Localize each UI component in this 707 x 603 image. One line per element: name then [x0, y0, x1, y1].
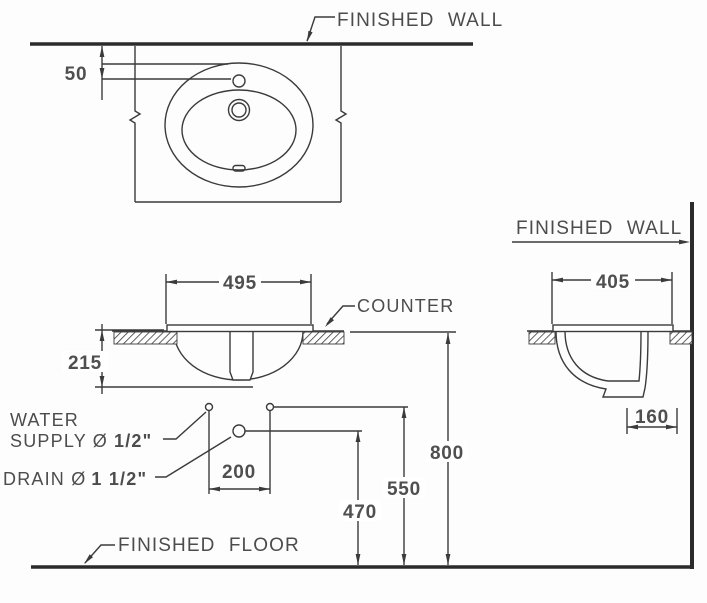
counter-label: COUNTER: [357, 296, 454, 316]
arrowhead: [209, 486, 220, 492]
counter-leader: [326, 305, 355, 325]
counter-edge-right: [334, 46, 348, 202]
basin-rim-oval: [164, 62, 314, 188]
drain-hole-inner: [231, 102, 247, 118]
water-supply-prefix: SUPPLY Ø: [10, 431, 108, 451]
drain-size: 1 1/2": [91, 469, 147, 489]
arrowhead: [666, 424, 677, 430]
arrowhead: [401, 407, 407, 418]
side-elevation: [512, 202, 694, 569]
arrowhead: [166, 279, 177, 285]
arrowhead: [661, 277, 672, 283]
arrowhead: [445, 333, 451, 344]
finished-wall-top-label: FINISHED WALL: [337, 10, 503, 31]
dim-50-value: 50: [65, 64, 88, 85]
arrowhead: [445, 554, 451, 565]
arrowhead: [307, 30, 313, 42]
finished-floor-leader: [84, 544, 115, 564]
front-elevation: [31, 274, 694, 569]
arrowhead: [401, 554, 407, 565]
arrowhead: [325, 317, 334, 327]
dim-405-value: 405: [596, 272, 630, 293]
water-supply-point-right: [265, 402, 275, 412]
arrowhead: [99, 330, 105, 341]
text-backer: [339, 500, 381, 521]
dim-160-value: 160: [635, 407, 669, 428]
dim-495-value: 495: [223, 273, 257, 294]
bowl-profile-side-inner: [564, 330, 642, 382]
finished-wall-top-leader: [306, 16, 335, 42]
arrowhead: [99, 46, 105, 57]
basin-rim-front: [166, 324, 314, 333]
water-supply-label-line1: WATER: [10, 410, 79, 430]
drain-point: [232, 424, 246, 438]
drawing-text: FINISHED WALL FINISHED WALL COUNTER FINI…: [3, 10, 682, 556]
text-backer: [62, 351, 108, 372]
water-supply-label-line2: SUPPLY Ø 1/2": [10, 431, 152, 451]
arrowhead: [84, 554, 93, 564]
drain-hole-outer: [227, 98, 251, 122]
dim-200-value: 200: [222, 462, 256, 483]
basin-bowl-oval: [181, 89, 297, 171]
arrowhead: [355, 431, 361, 442]
dim-215-value: 215: [68, 353, 102, 374]
basin-rim-side: [552, 324, 674, 333]
dimension-text-backers: [62, 273, 635, 521]
overflow-slot: [232, 164, 246, 172]
text-backer: [219, 275, 261, 291]
text-backer: [383, 477, 425, 498]
water-supply-leader: [163, 411, 207, 440]
dim-550-value: 550: [387, 479, 421, 500]
dim-470-value: 470: [343, 502, 377, 523]
counter-hatch-right: [302, 331, 345, 345]
text-backer: [426, 441, 468, 462]
water-supply-point-left: [204, 402, 214, 412]
counter-hatch-side-right: [669, 331, 693, 345]
arrowhead: [355, 554, 361, 565]
faucet-hole: [232, 74, 246, 88]
drain-prefix: DRAIN Ø: [3, 469, 86, 489]
finished-floor-label: FINISHED FLOOR: [118, 535, 300, 556]
linear-dim-arrowheads: [99, 277, 672, 387]
arrowhead: [99, 376, 105, 387]
arrowhead: [259, 486, 270, 492]
drain-leader: [155, 436, 232, 478]
finished-wall-side-label: FINISHED WALL: [516, 218, 682, 239]
arrowhead: [300, 279, 311, 285]
plan-view: [30, 16, 473, 203]
arrowhead: [552, 277, 563, 283]
arrowhead: [627, 424, 638, 430]
water-supply-size: 1/2": [114, 431, 152, 451]
counter-hatch-left: [113, 331, 178, 345]
counter-hatch-side-left: [528, 331, 556, 345]
dim-800-value: 800: [430, 443, 464, 464]
text-backer: [591, 273, 635, 289]
bowl-profile-side-outer: [555, 330, 649, 398]
arrowhead: [679, 239, 690, 245]
arrowhead: [99, 68, 105, 79]
drain-tailpiece: [229, 331, 254, 381]
counter-edge-left: [128, 46, 142, 202]
